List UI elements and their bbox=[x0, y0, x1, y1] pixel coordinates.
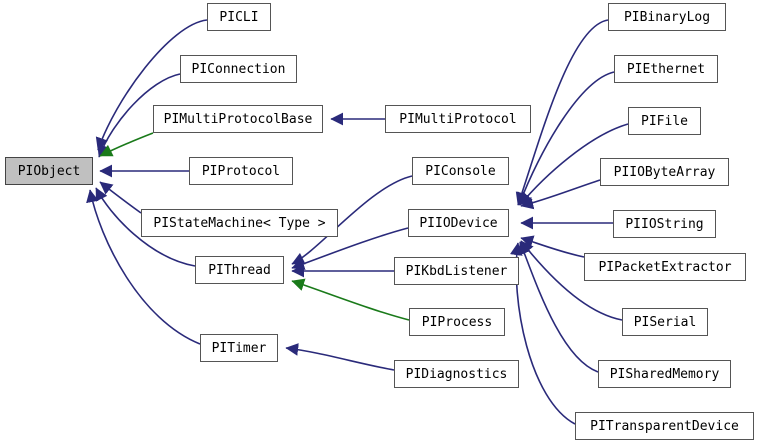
class-node-pidiagnostics[interactable]: PIDiagnostics bbox=[394, 360, 519, 388]
class-node-piconsole[interactable]: PIConsole bbox=[412, 157, 509, 185]
class-node-label: PIIOByteArray bbox=[613, 164, 716, 180]
class-node-pitimer[interactable]: PITimer bbox=[200, 334, 278, 362]
class-node-label: PIConsole bbox=[425, 163, 496, 179]
class-node-piprotocol[interactable]: PIProtocol bbox=[189, 157, 293, 185]
class-node-label: PIProcess bbox=[421, 314, 493, 330]
class-node-label: PIThread bbox=[208, 262, 271, 278]
edge-pifile-to-piiodevice bbox=[519, 123, 629, 206]
class-node-piiobytearray[interactable]: PIIOByteArray bbox=[600, 158, 729, 186]
class-node-label: PIIODevice bbox=[419, 215, 498, 231]
edge-pimultiprotocolbase-to-piobject bbox=[99, 132, 154, 157]
edge-piprocess-to-pithread bbox=[291, 278, 410, 321]
edge-pipacketextractor-to-piiodevice bbox=[520, 235, 585, 258]
class-node-pifile[interactable]: PIFile bbox=[628, 107, 701, 135]
class-node-label: PIMultiProtocolBase bbox=[163, 111, 313, 127]
class-node-piethernet[interactable]: PIEthernet bbox=[614, 55, 718, 83]
class-node-pipacketextractor[interactable]: PIPacketExtractor bbox=[584, 253, 746, 281]
class-node-piiostring[interactable]: PIIOString bbox=[613, 210, 716, 238]
edge-pisharedmemory-to-piiodevice bbox=[518, 241, 599, 373]
edge-pitimer-to-piobject bbox=[86, 189, 201, 345]
class-node-label: PIDiagnostics bbox=[405, 366, 508, 382]
edge-piiodevice-to-pithread bbox=[291, 227, 409, 270]
class-node-label: PITransparentDevice bbox=[590, 418, 739, 434]
class-node-piconnection[interactable]: PIConnection bbox=[180, 55, 297, 83]
class-node-pithread[interactable]: PIThread bbox=[195, 256, 284, 284]
class-node-pikbdlistener[interactable]: PIKbdListener bbox=[394, 257, 519, 285]
edge-pidiagnostics-to-pitimer bbox=[285, 343, 395, 371]
class-node-label: PIStateMachine< Type > bbox=[153, 215, 326, 231]
class-node-piiodevice[interactable]: PIIODevice bbox=[408, 209, 509, 237]
class-node-label: PIIOString bbox=[625, 216, 704, 232]
edge-piethernet-to-piiodevice bbox=[517, 71, 615, 206]
class-node-label: PIProtocol bbox=[201, 163, 281, 179]
class-node-label: PISerial bbox=[633, 314, 697, 330]
class-node-piobject[interactable]: PIObject bbox=[5, 157, 93, 185]
class-node-pistatemachine[interactable]: PIStateMachine< Type > bbox=[141, 209, 338, 237]
edge-pibinarylog-to-piiodevice bbox=[515, 19, 609, 206]
class-node-label: PIFile bbox=[641, 113, 688, 129]
class-node-pimultiprotocolbase[interactable]: PIMultiProtocolBase bbox=[153, 105, 323, 133]
edge-pithread-to-piobject bbox=[95, 187, 196, 267]
class-node-label: PIConnection bbox=[191, 61, 286, 77]
edge-picli-to-piobject bbox=[95, 19, 208, 151]
class-node-label: PIBinaryLog bbox=[623, 9, 711, 25]
edge-piconsole-to-pithread bbox=[291, 175, 413, 265]
class-node-pitransparentdevice[interactable]: PITransparentDevice bbox=[575, 412, 754, 440]
class-node-label: PIPacketExtractor bbox=[598, 259, 732, 275]
class-node-label: PITimer bbox=[211, 340, 267, 356]
class-node-picli[interactable]: PICLI bbox=[207, 3, 271, 31]
class-node-label: PIEthernet bbox=[626, 61, 706, 77]
edge-piiobytearray-to-piiodevice bbox=[520, 179, 601, 210]
class-node-label: PISharedMemory bbox=[609, 366, 720, 382]
class-node-pisharedmemory[interactable]: PISharedMemory bbox=[598, 360, 731, 388]
class-node-label: PICLI bbox=[219, 9, 259, 25]
class-node-label: PIMultiProtocol bbox=[399, 111, 517, 127]
class-node-piserial[interactable]: PISerial bbox=[622, 308, 708, 336]
class-node-label: PIObject bbox=[17, 163, 81, 179]
edge-pistatemachine-to-piobject bbox=[99, 181, 142, 214]
class-node-pimultiprotocol[interactable]: PIMultiProtocol bbox=[385, 105, 531, 133]
class-node-label: PIKbdListener bbox=[405, 263, 508, 279]
class-node-piprocess[interactable]: PIProcess bbox=[409, 308, 505, 336]
class-node-pibinarylog[interactable]: PIBinaryLog bbox=[608, 3, 726, 31]
